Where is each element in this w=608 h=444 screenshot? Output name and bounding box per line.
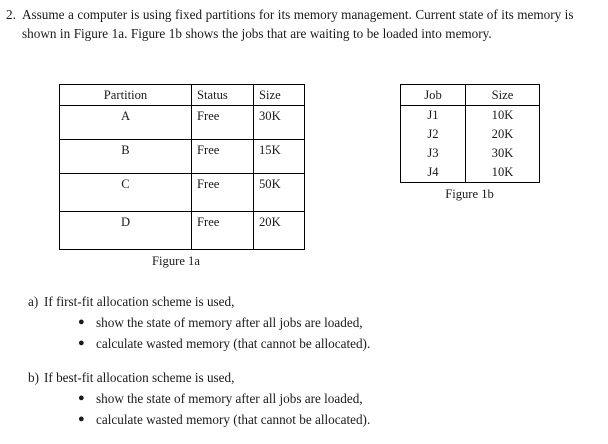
question-text: Assume a computer is using fixed partiti… [22,7,574,41]
subquestion-b-label: b) [28,370,39,385]
table-row: J4 10K [401,163,540,183]
table-row: C Free 50K [59,173,305,212]
figure-1a-caption: Figure 1a [152,254,200,268]
bullet-item: ● show the state of memory after all job… [78,312,588,333]
bullet-text: calculate wasted memory (that cannot be … [96,336,371,351]
job-table: Job Size J1 10K J2 20K J3 30K J4 10K [400,84,540,183]
cell-size: 20K [253,211,305,250]
bullet-icon: ● [78,413,85,425]
table-row: J3 30K [401,144,540,163]
subquestions: a) If first-fit allocation scheme is use… [28,292,588,444]
partition-table: Partition Status Size A Free 30K B Free … [59,84,305,250]
header-size: Size [465,84,540,106]
cell-partition: A [59,105,192,140]
header-partition: Partition [59,84,192,106]
table-row: J1 10K [401,105,540,125]
header-status: Status [191,84,254,106]
cell-partition: C [59,173,192,212]
table-row: B Free 15K [59,139,305,174]
subquestion-b: b) If best-fit allocation scheme is used… [28,368,588,430]
bullet-item: ● show the state of memory after all job… [78,388,588,409]
figure-1b-caption: Figure 1b [445,187,494,201]
subquestion-b-heading: b) If best-fit allocation scheme is used… [28,368,588,388]
subquestion-a-label: a) [28,294,39,309]
cell-size: 20K [465,125,540,144]
question-number: 2. [6,7,16,22]
figure-1b: Job Size J1 10K J2 20K J3 30K J4 10K Fig… [400,84,540,202]
bullet-icon: ● [78,392,85,404]
figure-1a: Partition Status Size A Free 30K B Free … [59,84,305,269]
question-stem: 2. Assume a computer is using fixed part… [6,6,602,43]
bullet-text: show the state of memory after all jobs … [96,391,363,406]
cell-status: Free [191,173,254,212]
cell-job: J3 [427,146,439,160]
cell-status: Free [191,211,254,250]
cell-size: 10K [465,163,540,183]
bullet-text: calculate wasted memory (that cannot be … [96,412,371,427]
header-size: Size [253,84,305,106]
subquestion-a-text: If first-fit allocation scheme is used, [44,294,235,309]
bullet-text: show the state of memory after all jobs … [96,315,363,330]
cell-job: J2 [427,127,439,141]
bullet-icon: ● [78,337,85,349]
cell-size: 30K [253,105,305,140]
table-row: D Free 20K [59,211,305,250]
cell-job: J4 [427,165,439,179]
cell-size: 10K [465,105,540,125]
bullet-item: ● calculate wasted memory (that cannot b… [78,333,588,354]
table-header-row: Partition Status Size [59,84,305,106]
table-row: J2 20K [401,125,540,144]
cell-status: Free [191,105,254,140]
cell-size: 50K [253,173,305,212]
header-job: Job [400,84,466,106]
cell-job: J1 [427,108,439,122]
table-header-row: Job Size [400,84,540,106]
cell-size: 15K [253,139,305,174]
question-row: 2. Assume a computer is using fixed part… [6,6,602,43]
bullet-item: ● calculate wasted memory (that cannot b… [78,409,588,430]
bullet-icon: ● [78,316,85,328]
cell-partition: D [59,211,192,250]
cell-size: 30K [465,144,540,163]
cell-status: Free [191,139,254,174]
subquestion-a-heading: a) If first-fit allocation scheme is use… [28,292,588,312]
cell-partition: B [59,139,192,174]
table-row: A Free 30K [59,105,305,140]
subquestion-a: a) If first-fit allocation scheme is use… [28,292,588,354]
subquestion-b-text: If best-fit allocation scheme is used, [44,370,235,385]
